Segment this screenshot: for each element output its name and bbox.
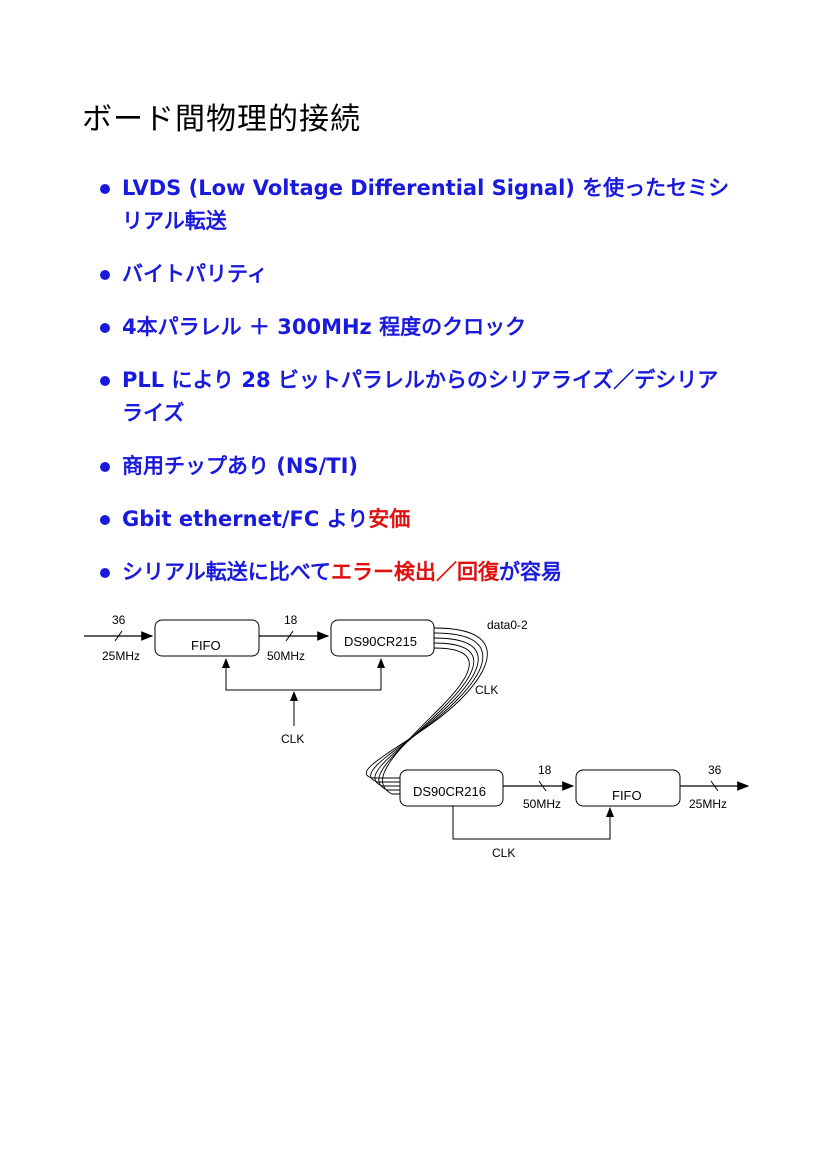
bus-slash (538, 780, 547, 792)
chip2-box (399, 769, 504, 807)
clk1-label: CLK (281, 732, 304, 746)
mid-freq-label: 50MHz (267, 649, 305, 663)
out-mid-width-label: 18 (538, 763, 552, 777)
bus-slash (710, 780, 719, 792)
bullet-text-cont: リアル転送 (122, 209, 227, 233)
fifo2-label: FIFO (612, 788, 642, 803)
bullet-dot-icon (100, 323, 110, 333)
chip1-label: DS90CR215 (344, 634, 417, 649)
fifo1-box (154, 619, 260, 657)
bus-slash (285, 630, 294, 642)
clk-cable-label: CLK (475, 683, 498, 697)
out-mid-freq-label: 50MHz (523, 797, 561, 811)
mid-width-label: 18 (284, 613, 298, 627)
bullet-item: PLL により 28 ビットパラレルからのシリアライズ／デシリア ライズ (100, 364, 760, 430)
bullet-highlight: 安価 (368, 507, 411, 531)
bullet-text: 4本パラレル ＋ 300MHz 程度のクロック (122, 315, 527, 339)
data-label: data0-2 (487, 618, 528, 632)
output-width-label: 36 (708, 763, 722, 777)
clock-line-2 (452, 806, 611, 840)
bullet-text: LVDS (Low Voltage Differential Signal) を… (122, 176, 730, 200)
bullet-item: シリアル転送に比べてエラー検出／回復が容易 (100, 556, 760, 589)
bullet-highlight: エラー検出／回復 (330, 560, 499, 584)
bullet-item: バイトパリティ (100, 258, 760, 291)
output-freq-label: 25MHz (689, 797, 727, 811)
bullet-dot-icon (100, 462, 110, 472)
page-title: ボード間物理的接続 (82, 102, 361, 137)
bullet-dot-icon (100, 184, 110, 194)
bullet-item: LVDS (Low Voltage Differential Signal) を… (100, 172, 760, 238)
bullet-dot-icon (100, 515, 110, 525)
bullet-text: シリアル転送に比べて (122, 560, 331, 584)
bullet-item: 商用チップあり (NS/TI) (100, 450, 760, 483)
bullet-dot-icon (100, 376, 110, 386)
bullet-text: PLL により 28 ビットパラレルからのシリアライズ／デシリア (122, 368, 719, 392)
bus-slash (114, 630, 123, 642)
bullet-item: Gbit ethernet/FC より安価 (100, 503, 760, 536)
chip2-label: DS90CR216 (413, 784, 486, 799)
bullet-text: バイトパリティ (122, 262, 268, 286)
block-diagram: 36 25MHz FIFO 18 50MHz DS90CR215 CLK dat… (84, 613, 750, 860)
fifo1-label: FIFO (191, 638, 221, 653)
bullet-text: Gbit ethernet/FC より (122, 507, 369, 531)
bullet-text-cont: ライズ (122, 401, 185, 425)
input-freq-label: 25MHz (102, 649, 140, 663)
fifo2-box (575, 769, 681, 807)
input-width-label: 36 (112, 613, 126, 627)
clock-line-1 (225, 659, 382, 691)
lvds-cable-bundle (365, 627, 488, 795)
clk2-label: CLK (492, 846, 515, 860)
bullet-item: 4本パラレル ＋ 300MHz 程度のクロック (100, 311, 760, 344)
bullet-text: 商用チップあり (NS/TI) (122, 454, 359, 478)
bullet-text-after: が容易 (498, 560, 562, 584)
bullet-list: LVDS (Low Voltage Differential Signal) を… (100, 172, 760, 609)
bullet-dot-icon (100, 270, 110, 280)
bullet-dot-icon (100, 568, 110, 578)
